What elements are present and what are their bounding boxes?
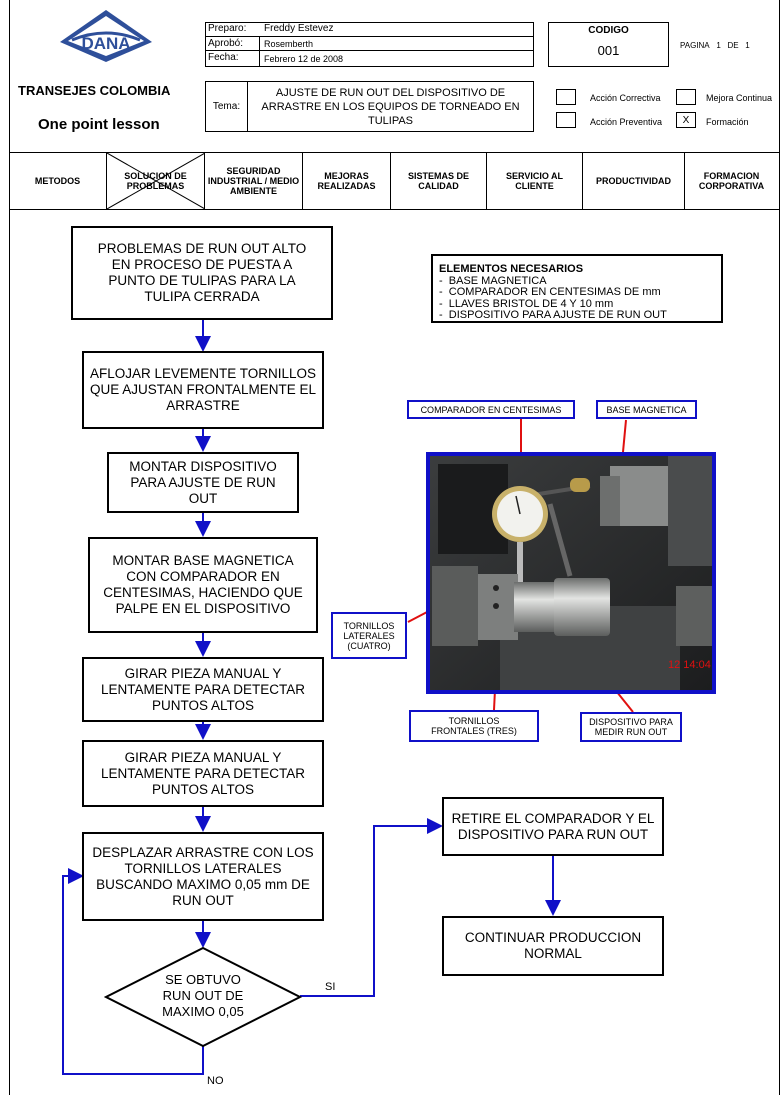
label-accion-preventiva: Acción Preventiva [590, 117, 663, 127]
checkbox-mejora-continua[interactable] [676, 89, 696, 105]
decision-diamond [104, 946, 302, 1048]
dana-logo: DANA [58, 8, 154, 64]
approved-label: Aprobó: [208, 38, 244, 49]
code-box: CODIGO 001 [548, 22, 669, 67]
element-item: - LLAVES BRISTOL DE 4 Y 10 mm [439, 297, 614, 310]
decision-no-label: NO [207, 1075, 224, 1087]
machine-photo: 12 14:04 [426, 452, 716, 694]
prepared-label: Preparo: [208, 23, 247, 34]
elements-title: ELEMENTOS NECESARIOS [439, 263, 584, 275]
authors-table: Preparo: Freddy Estevez Aprobó: Rosember… [205, 22, 534, 67]
element-item: - COMPARADOR EN CENTESIMAS DE mm [439, 286, 661, 298]
label-accion-correctiva: Acción Correctiva [590, 93, 661, 103]
callout-base-magnetica: BASE MAGNETICA [596, 400, 697, 419]
flow-step-montar-base: MONTAR BASE MAGNETICA CON COMPARADOR EN … [88, 537, 318, 633]
category-bar: METODOS SOLUCION DE PROBLEMAS SEGURIDAD … [9, 152, 780, 210]
company-name: TRANSEJES COLOMBIA [18, 83, 171, 98]
tema-value: AJUSTE DE RUN OUT DEL DISPOSITIVO DE ARR… [261, 86, 520, 127]
category-formacion: FORMACION CORPORATIVA [698, 171, 765, 191]
category-metodos: METODOS [9, 153, 107, 209]
category-sistemas-calidad: SISTEMAS DE CALIDAD [391, 153, 487, 209]
decision-text: SE OBTUVO RUN OUT DE MAXIMO 0,05 [162, 972, 244, 1019]
flow-step-girar-1: GIRAR PIEZA MANUAL Y LENTAMENTE PARA DET… [82, 657, 324, 722]
page-label: PAGINA [680, 41, 710, 50]
page-of: DE [727, 41, 739, 50]
category-productividad: PRODUCTIVIDAD [583, 153, 685, 209]
approved-value: Rosemberth [264, 39, 314, 49]
code-value: 001 [597, 43, 620, 58]
element-item: - BASE MAGNETICA [439, 274, 547, 287]
element-item: - DISPOSITIVO PARA AJUSTE DE RUN OUT [439, 309, 667, 321]
flow-step-aflojar: AFLOJAR LEVEMENTE TORNILLOS QUE AJUSTAN … [82, 351, 324, 429]
date-label: Fecha: [208, 52, 239, 63]
label-divider [259, 37, 260, 66]
date-value: Febrero 12 de 2008 [264, 54, 344, 64]
tema-label: Tema: [206, 82, 248, 131]
label-mejora-continua: Mejora Continua [706, 93, 773, 103]
page-number: PAGINA 1 DE 1 [680, 41, 750, 50]
label-formacion: Formación [706, 117, 749, 127]
code-label: CODIGO [588, 25, 629, 36]
lesson-subtitle: One point lesson [38, 116, 160, 133]
tema-box: Tema: AJUSTE DE RUN OUT DEL DISPOSITIVO … [205, 81, 534, 132]
category-mejoras: MEJORAS REALIZADAS [303, 153, 391, 209]
checkbox-accion-preventiva[interactable] [556, 112, 576, 128]
page-current: 1 [716, 41, 721, 50]
prepared-row: Preparo: Freddy Estevez [206, 23, 533, 37]
flow-step-girar-2: GIRAR PIEZA MANUAL Y LENTAMENTE PARA DET… [82, 740, 324, 807]
cross-mark [107, 153, 205, 209]
checkbox-accion-correctiva[interactable] [556, 89, 576, 105]
category-solucion-problemas: SOLUCION DE PROBLEMAS [107, 153, 205, 209]
lathe-illustration [430, 456, 712, 690]
logo-text: DANA [81, 34, 131, 53]
elements-box: ELEMENTOS NECESARIOS - BASE MAGNETICA - … [431, 254, 723, 323]
category-servicio-cliente: SERVICIO AL CLIENTE [487, 153, 583, 209]
date-row: Fecha: Febrero 12 de 2008 [206, 51, 533, 66]
flow-step-retire: RETIRE EL COMPARADOR Y EL DISPOSITIVO PA… [442, 797, 664, 856]
callout-tornillos-frontales: TORNILLOS FRONTALES (TRES) [409, 710, 539, 742]
callout-tornillos-laterales: TORNILLOS LATERALES (CUATRO) [331, 612, 407, 659]
category-seguridad: SEGURIDAD INDUSTRIAL / MEDIO AMBIENTE [205, 153, 303, 209]
flow-step-montar-dispositivo: MONTAR DISPOSITIVO PARA AJUSTE DE RUN OU… [107, 452, 299, 513]
checkbox-formacion[interactable]: X [676, 112, 696, 128]
flow-step-desplazar: DESPLAZAR ARRASTRE CON LOS TORNILLOS LAT… [82, 832, 324, 921]
decision-yes-label: SI [325, 981, 336, 993]
callout-dispositivo: DISPOSITIVO PARA MEDIR RUN OUT [580, 712, 682, 742]
flow-step-continuar: CONTINUAR PRODUCCION NORMAL [442, 916, 664, 976]
callout-comparador: COMPARADOR EN CENTESIMAS [407, 400, 575, 419]
page-total: 1 [745, 41, 750, 50]
photo-timestamp: 12 14:04 [668, 659, 711, 671]
prepared-value: Freddy Estevez [264, 23, 334, 34]
flow-step-problem: PROBLEMAS DE RUN OUT ALTO EN PROCESO DE … [71, 226, 333, 320]
approved-row: Aprobó: Rosemberth [206, 37, 533, 51]
